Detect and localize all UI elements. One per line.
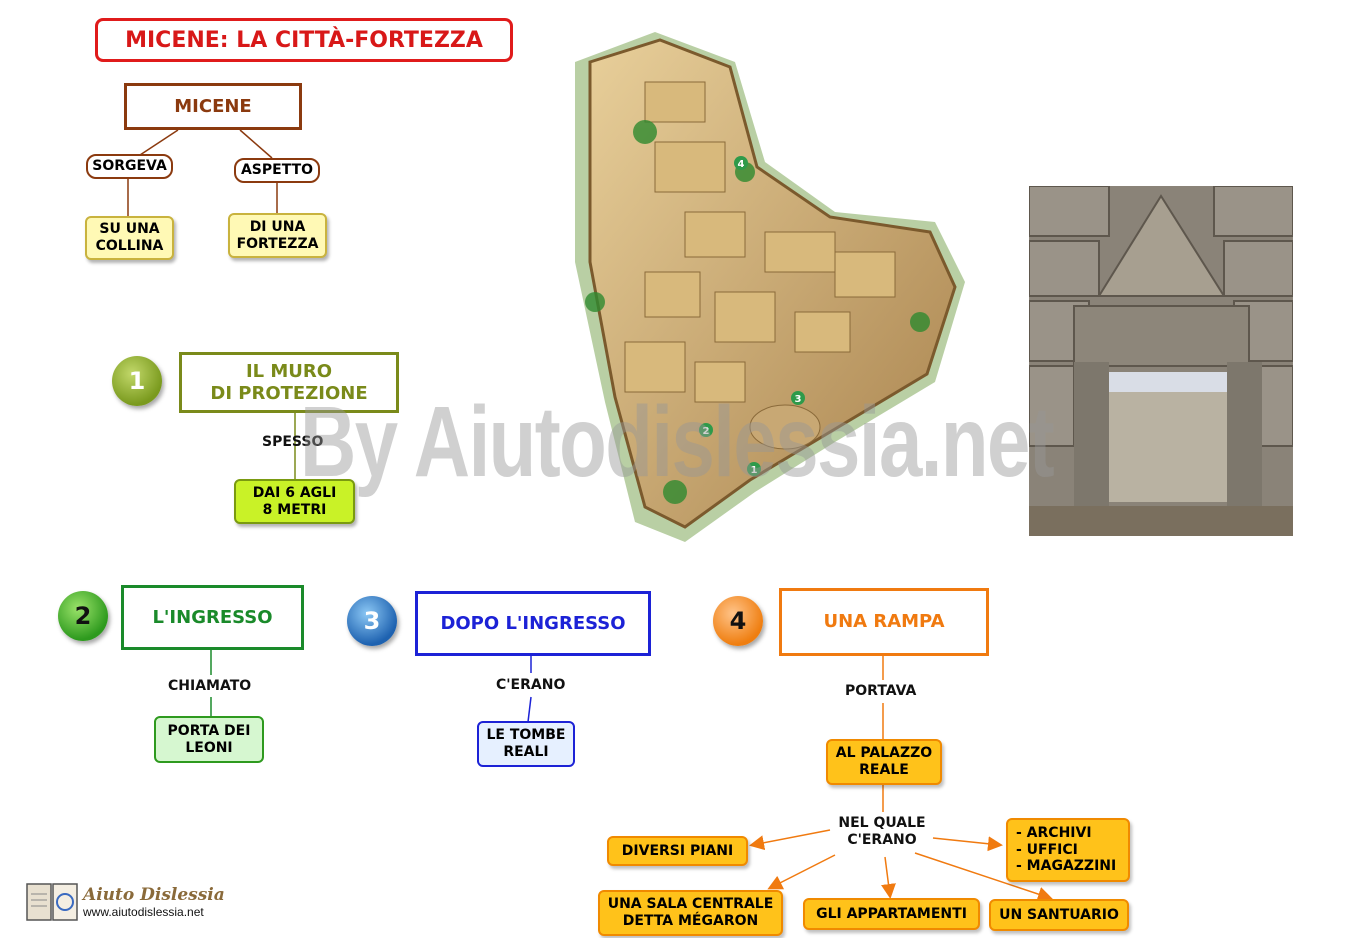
number-badge-2: 2 [58,591,108,641]
value-fortezza: DI UNA FORTEZZA [228,213,327,258]
watermark: By Aiutodislessia.net [300,386,1055,498]
link-aspetto: ASPETTO [234,158,320,183]
number-badge-3: 3 [347,596,397,646]
child-archivi: - ARCHIVI - UFFICI - MAGAZZINI [1006,818,1130,882]
link-nel-quale: NEL QUALE C'ERANO [838,815,926,848]
child-santuario: UN SANTUARIO [989,899,1129,931]
child-diversi-piani: DIVERSI PIANI [607,836,748,866]
child-megaron: UNA SALA CENTRALE DETTA MÉGARON [598,890,783,936]
logo-url: www.aiutodislessia.net [83,905,204,919]
value-porta-leoni: PORTA DEI LEONI [154,716,264,763]
value-palazzo-reale: AL PALAZZO REALE [826,739,942,785]
number-badge-4: 4 [713,596,763,646]
page-title: MICENE: LA CITTÀ-FORTEZZA [95,18,513,62]
value-tombe-reali: LE TOMBE REALI [477,721,575,767]
link-chiamato: CHIAMATO [168,678,252,694]
root-node: MICENE [124,83,302,130]
citadel-illustration: 4 3 2 1 [575,32,965,542]
logo-name: Aiuto Dislessia [83,885,225,905]
link-portava: PORTAVA [845,683,917,699]
section-4-heading: UNA RAMPA [779,588,989,656]
section-2-heading: L'INGRESSO [121,585,304,650]
section-3-heading: DOPO L'INGRESSO [415,591,651,656]
value-collina: SU UNA COLLINA [85,216,174,260]
book-logo-icon [26,883,78,921]
link-sorgeva: SORGEVA [86,154,173,179]
section-1-heading: IL MURO DI PROTEZIONE [179,352,399,413]
map-marker-2: 2 [703,426,710,437]
link-cerano: C'ERANO [496,677,566,693]
map-marker-1: 1 [751,465,758,476]
logo[interactable]: Aiuto Dislessia www.aiutodislessia.net [25,880,225,924]
child-appartamenti: GLI APPARTAMENTI [803,898,980,930]
map-marker-4: 4 [738,159,745,170]
number-badge-1: 1 [112,356,162,406]
value-metri: DAI 6 AGLI 8 METRI [234,479,355,524]
lion-gate-photo [1029,186,1293,536]
link-spesso: SPESSO [262,434,324,450]
map-marker-3: 3 [795,394,802,405]
